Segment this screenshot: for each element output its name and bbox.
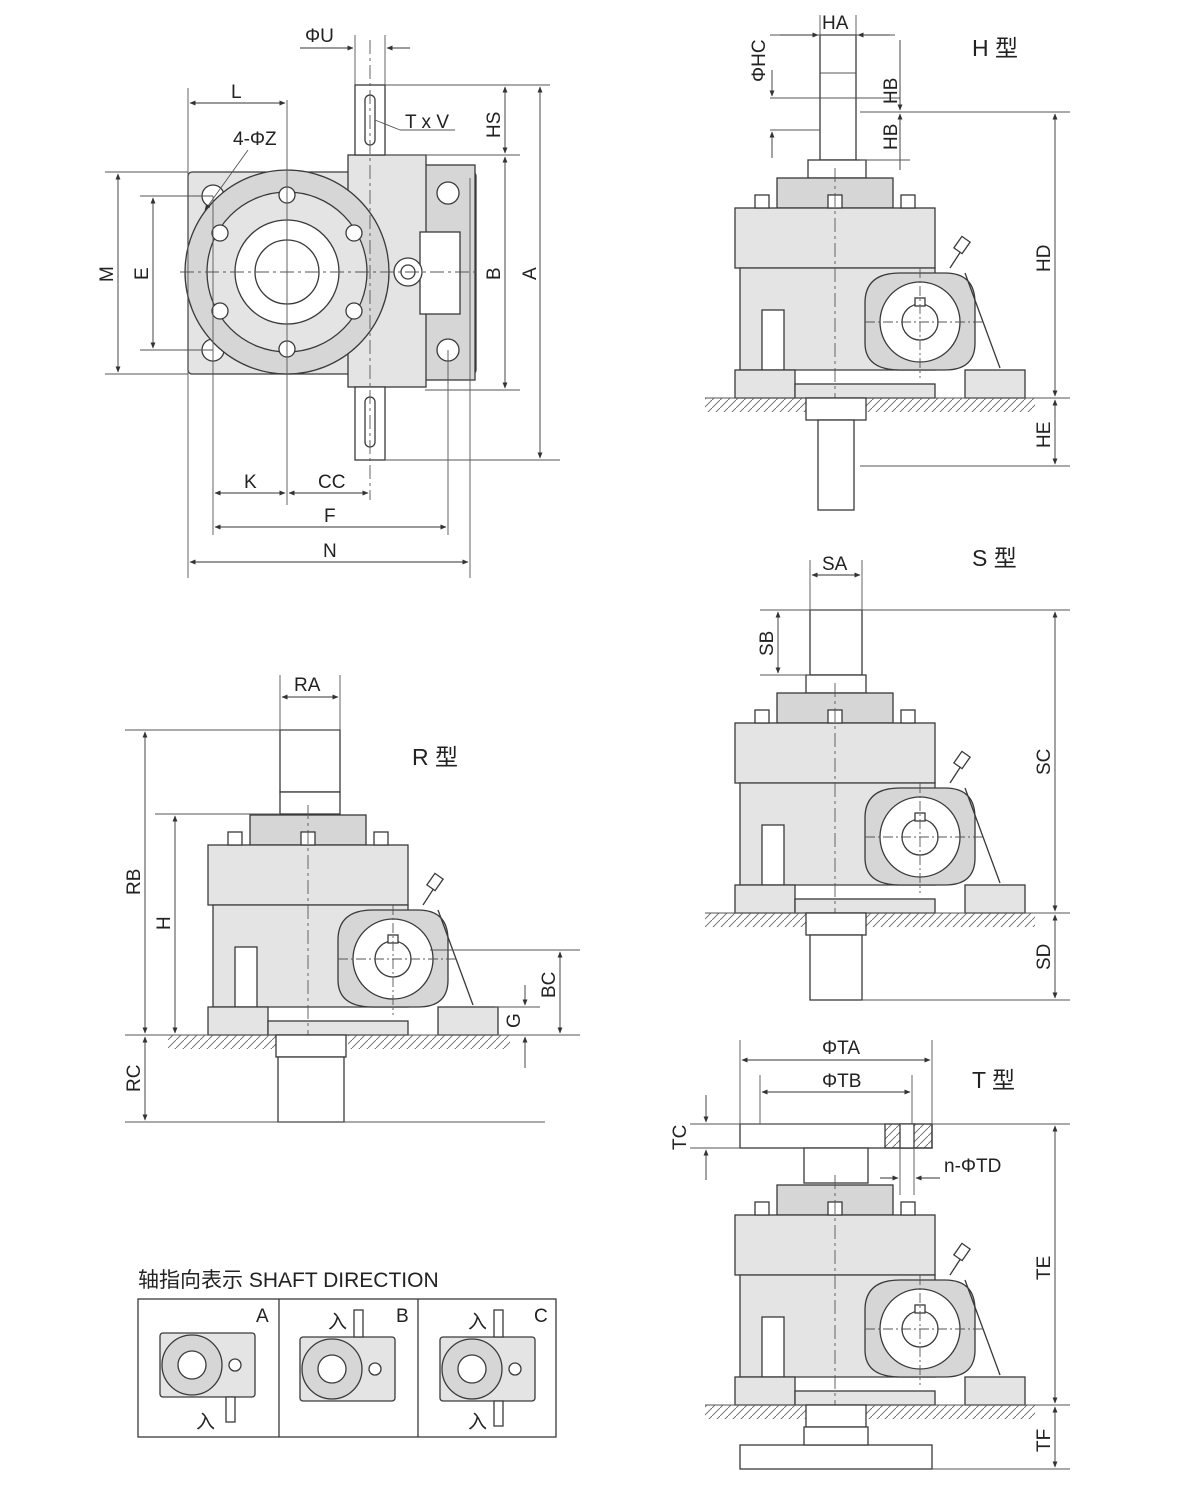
dim-hb-top: HB bbox=[881, 78, 902, 104]
dim-f: F bbox=[324, 506, 336, 527]
dim-te: TE bbox=[1034, 1256, 1055, 1280]
t-type-view: T 型 ΦTA ΦTB TC n-ΦTD TE TF bbox=[670, 1038, 1070, 1470]
panel-c: C 入 入 bbox=[439, 1306, 548, 1433]
dim-h: H bbox=[154, 916, 175, 930]
dim-hd: HD bbox=[1034, 245, 1055, 272]
panel-b-input: 入 bbox=[328, 1312, 347, 1333]
dim-phi-tb: ΦTB bbox=[822, 1071, 861, 1092]
dim-b: B bbox=[484, 267, 505, 280]
dim-rc: RC bbox=[124, 1065, 145, 1092]
dim-m: M bbox=[97, 266, 118, 282]
t-type-title: T 型 bbox=[972, 1067, 1015, 1093]
dim-cc: CC bbox=[318, 472, 345, 493]
h-type-title: H 型 bbox=[972, 35, 1018, 61]
dim-tf: TF bbox=[1034, 1429, 1055, 1452]
dim-ra: RA bbox=[294, 675, 321, 696]
dim-sb: SB bbox=[757, 631, 778, 656]
s-type-view: S 型 SA SB SC SD bbox=[705, 545, 1070, 1001]
dim-t-x-v: T x V bbox=[405, 112, 449, 133]
panel-a-letter: A bbox=[256, 1306, 269, 1327]
dim-tc: TC bbox=[670, 1125, 691, 1150]
dim-sd: SD bbox=[1034, 944, 1055, 970]
dim-he: HE bbox=[1034, 422, 1055, 448]
dim-hs: HS bbox=[484, 112, 505, 138]
panel-c-letter: C bbox=[534, 1306, 548, 1327]
shaft-direction-legend: 轴指向表示 SHAFT DIRECTION A 入 B 入 C bbox=[137, 1269, 557, 1438]
panel-c-input-top: 入 bbox=[468, 1312, 487, 1333]
dim-l: L bbox=[231, 82, 242, 103]
panel-c-input-bottom: 入 bbox=[468, 1412, 487, 1433]
shaft-direction-caption: 轴指向表示 SHAFT DIRECTION bbox=[138, 1269, 439, 1292]
dim-rb: RB bbox=[124, 869, 145, 895]
r-type-view: R 型 RA RB H RC BC G bbox=[124, 675, 580, 1123]
panel-a: A 入 bbox=[159, 1306, 269, 1433]
dim-n: N bbox=[323, 541, 337, 562]
s-type-title: S 型 bbox=[972, 545, 1017, 571]
dim-k: K bbox=[244, 472, 257, 493]
dim-a: A bbox=[520, 267, 541, 280]
panel-a-input: 入 bbox=[196, 1412, 215, 1433]
dim-phi-ta: ΦTA bbox=[822, 1038, 860, 1059]
dim-phi-z: 4-ΦZ bbox=[233, 129, 277, 150]
dim-phi-hc: ΦHC bbox=[749, 39, 770, 82]
dim-g: G bbox=[504, 1013, 525, 1028]
dim-e: E bbox=[132, 267, 153, 280]
panel-b: B 入 bbox=[299, 1306, 409, 1402]
dim-bc: BC bbox=[539, 972, 560, 998]
r-type-title: R 型 bbox=[412, 744, 458, 770]
dim-sc: SC bbox=[1034, 749, 1055, 775]
plan-view: ΦU L 4-ΦZ T x V HS M E B A K CC F N bbox=[97, 26, 560, 578]
dim-phi-u: ΦU bbox=[305, 26, 334, 47]
dim-sa: SA bbox=[822, 554, 848, 575]
dim-n-phi-td: n-ΦTD bbox=[944, 1156, 1001, 1177]
dim-hb-bottom: HB bbox=[881, 124, 902, 150]
h-type-view: H 型 HA ΦHC HB HB HD HE bbox=[705, 13, 1070, 511]
dim-ha: HA bbox=[822, 13, 849, 34]
panel-b-letter: B bbox=[396, 1306, 409, 1327]
